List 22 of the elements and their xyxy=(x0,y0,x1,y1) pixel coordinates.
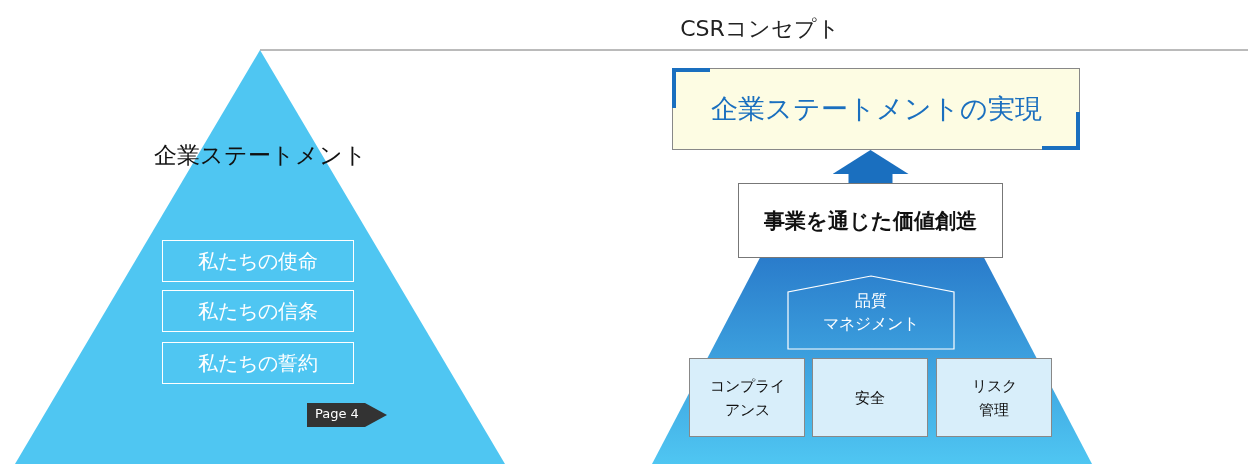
node-label: 企業ステートメントの実現 xyxy=(710,97,1042,121)
node-label: 私たちの誓約 xyxy=(198,351,318,375)
arrow xyxy=(832,150,909,183)
outlined-box xyxy=(162,240,354,282)
page-link: Page 4 xyxy=(315,406,359,421)
node-label: コンプライアンス xyxy=(708,375,786,421)
outlined-box xyxy=(162,290,354,332)
node-label: 安全 xyxy=(855,387,885,409)
node-label: リスク管理 xyxy=(970,375,1018,421)
diagram-title: CSRコンセプト xyxy=(679,15,841,43)
process-box xyxy=(738,183,1003,258)
goal-box xyxy=(672,68,1080,150)
node-label: 事業を通じた価値創造 xyxy=(764,208,977,233)
outlined-box xyxy=(162,342,354,384)
pillar-box xyxy=(689,358,805,437)
node-label: 品質 xyxy=(854,290,888,312)
heading-label: 企業ステートメント xyxy=(152,141,368,170)
node-label: マネジメント xyxy=(822,313,920,335)
pillar-box xyxy=(936,358,1052,437)
node-label: 私たちの使命 xyxy=(198,249,318,273)
pillar-box xyxy=(812,358,928,437)
node-label: 私たちの信条 xyxy=(198,299,318,323)
